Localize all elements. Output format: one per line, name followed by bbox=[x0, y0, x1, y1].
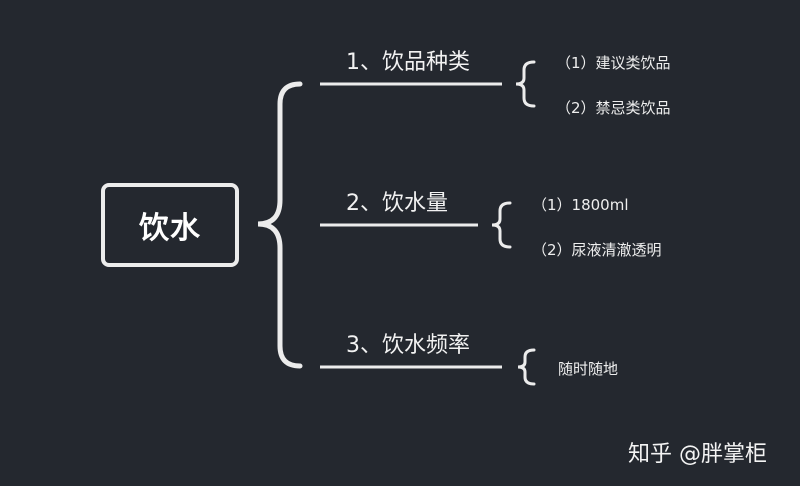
branch-3-label: 3、饮水频率 bbox=[346, 333, 470, 358]
branch-1-label: 1、饮品种类 bbox=[346, 50, 470, 75]
root-node: 饮水 bbox=[101, 183, 239, 267]
leaf-1-1: （1）建议类饮品 bbox=[556, 54, 671, 72]
watermark: 知乎 @胖掌柜 bbox=[628, 442, 767, 467]
root-brace bbox=[257, 81, 303, 369]
leaf-2-1: （1）1800ml bbox=[532, 196, 629, 214]
leaf-1-2: （2）禁忌类饮品 bbox=[556, 99, 671, 117]
leaf-2-2: （2）尿液清澈透明 bbox=[532, 241, 662, 259]
branch-2-brace bbox=[491, 201, 512, 249]
leaf-3-1: 随时随地 bbox=[558, 360, 619, 378]
root-label: 饮水 bbox=[139, 211, 201, 246]
branch-1-brace bbox=[515, 60, 536, 108]
branch-3-brace bbox=[517, 348, 536, 386]
branch-2-label: 2、饮水量 bbox=[346, 191, 448, 216]
